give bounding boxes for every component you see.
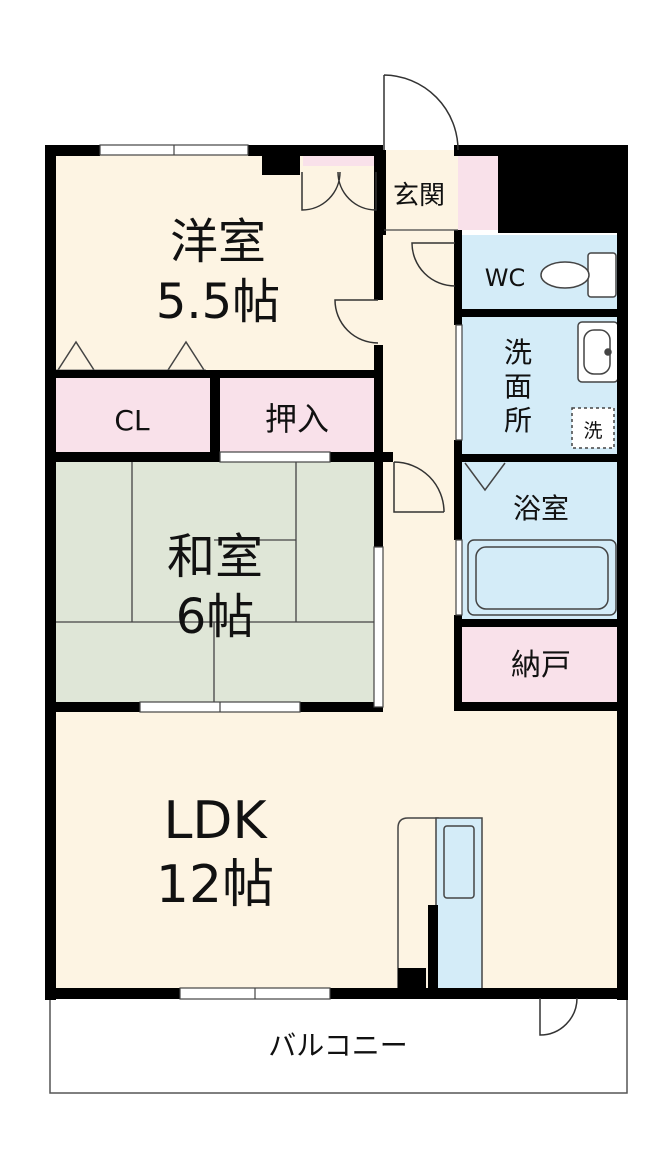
sliding-door-wash [455,324,463,441]
balcony-door-icon [539,997,578,1036]
ldk-label: LDK [163,791,268,851]
windows [99,144,463,1000]
wall-entrance-left [378,150,386,235]
western-room-floor [50,150,380,375]
hallway-floor [380,150,460,710]
closet-label: CL [114,404,150,437]
hall-door-icon [411,242,456,287]
balcony-label: バルコニー [268,1029,407,1062]
toilet-icon [540,252,617,298]
ldk-door-icon [393,461,445,513]
sliding-door-japanese [373,546,384,708]
wall-wet-left-low [454,615,462,710]
ldk-floor [50,705,625,995]
wash-basin-icon [577,321,619,383]
closet-floor [50,375,215,457]
wall-wash-bottom [454,454,624,462]
wall-between-cl-and-oshiire [210,375,220,457]
japanese-room-label: 和室 [167,529,263,585]
bath-door-swing-icon [464,462,506,492]
kitchen-counter [397,817,483,993]
western-room-label: 洋室 [170,214,266,270]
wall-japanese-bottom-left [50,702,140,712]
western-room-size: 5.5帖 [156,274,280,330]
wall-above-japanese-right [330,452,380,462]
wall-wet-left-mid [454,440,462,540]
sliding-door-bath [455,539,463,616]
washer-label: 洗 [583,420,602,442]
wall-wet-left-top [454,230,462,325]
room-labels: 洋室 5.5帖 CL 押入 和室 6帖 LDK 12帖 玄関 WC 洗 面 所 … [114,181,571,1062]
outer-wall-bottom-right [330,988,628,999]
bath-label: 浴室 [513,492,569,525]
wall-wc-bottom [454,309,624,317]
entrance-label: 玄関 [393,181,445,211]
walls [45,145,628,1000]
washroom-label-3: 所 [504,404,532,437]
wc-label: WC [485,264,526,292]
wall-storage-bottom [454,702,628,711]
wall-between-western-and-closets [50,370,380,378]
japanese-room-floor [50,457,380,707]
corner-column [498,145,628,233]
outer-wall-bottom-left [45,988,180,999]
wall-western-right-lower [374,345,383,457]
closet-door-icon [57,340,95,371]
tatami-lines [50,457,380,707]
sliding-door-closet [219,451,331,463]
oshiire-floor [215,375,380,457]
closet-door-icon [167,340,205,371]
outer-wall-left [45,145,56,1000]
storage-label: 納戸 [511,648,571,683]
balcony-floor [49,997,628,1094]
washroom-label-1: 洗 [504,336,532,369]
washroom-label-2: 面 [504,370,532,403]
doors [301,74,578,1036]
outer-wall-top-left [45,145,100,156]
wall-bath-bottom [454,619,624,627]
entrance-step [458,150,498,230]
western-closet-block [262,145,300,175]
wall-above-japanese-left [50,452,220,462]
outer-wall-top-mid [248,145,383,156]
ldk-size: 12帖 [156,855,274,915]
outer-wall-right [617,145,628,1000]
washer-mark: 洗 [571,407,615,449]
entry-door-icon [383,74,459,151]
wall-ldk-hall-partition [383,452,393,462]
western-door-icon [334,299,379,344]
storage-floor [460,623,622,703]
bathtub-icon [467,539,617,616]
fixtures: 洗 [56,252,619,993]
wall-japanese-right [374,457,383,547]
cabinet-door-icon [301,171,377,211]
wall-japanese-bottom-right [300,702,383,712]
japanese-room-size: 6帖 [176,589,255,645]
oshiire-label: 押入 [265,400,329,438]
